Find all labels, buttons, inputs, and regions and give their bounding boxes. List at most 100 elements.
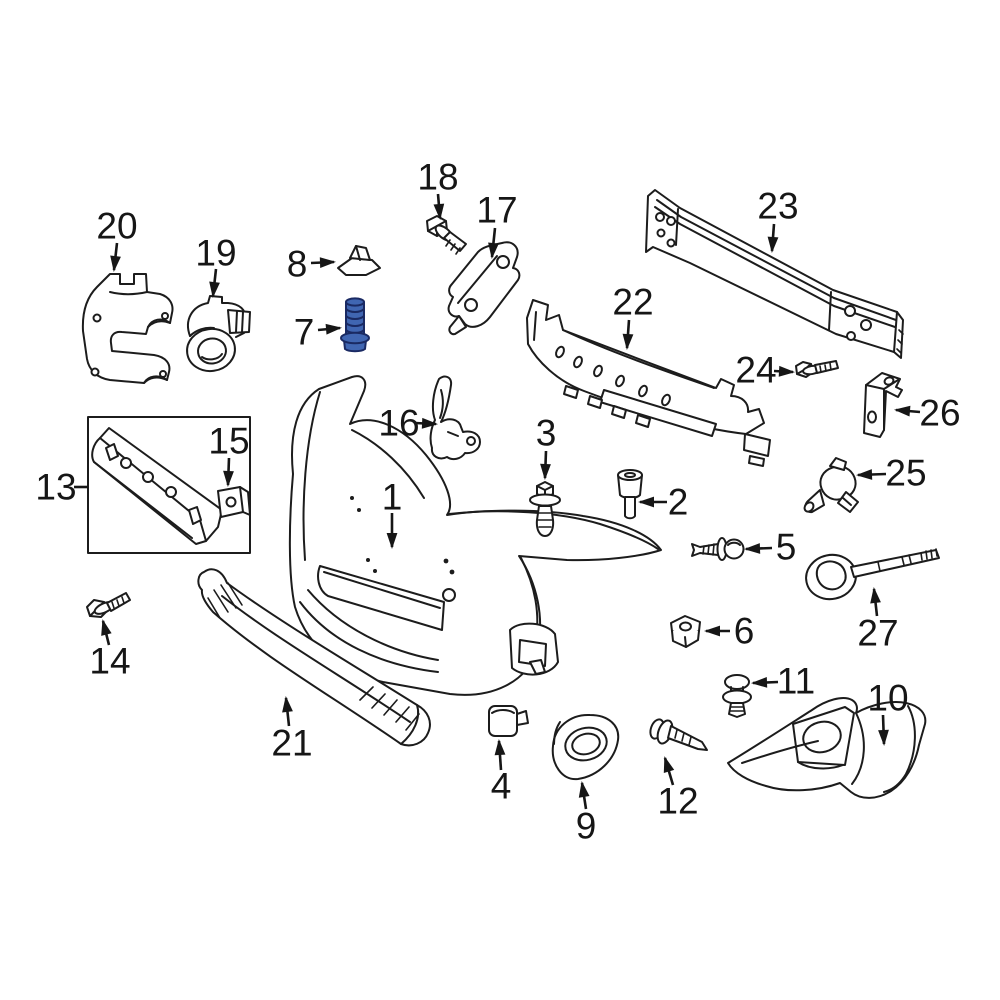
part-number-label: 21: [271, 723, 312, 764]
arrow-head: [778, 365, 795, 377]
push-clip-drawing: [529, 481, 561, 537]
callout-bumper-support-bracket: 17: [476, 190, 518, 259]
license-bracket-box-drawing: [87, 416, 251, 554]
sensor-bracket-drawing: [81, 273, 174, 384]
arrow-head: [494, 739, 506, 756]
corner-clip-drawing: [488, 705, 529, 737]
bumper-support-bracket-drawing: [447, 241, 521, 336]
callout-push-clip: 3: [536, 413, 556, 480]
lower-flange-bolt-drawing: [86, 592, 131, 618]
arrow-head: [767, 236, 779, 253]
callout-front-bumper-cover: 1: [382, 477, 403, 549]
part-number-label: 22: [612, 282, 653, 323]
callout-mount-bracket: 26: [894, 393, 961, 434]
arrow-head: [663, 756, 675, 773]
part-number-label: 4: [491, 766, 512, 807]
part-number-label: 11: [777, 661, 815, 702]
part-number-label: 5: [776, 527, 797, 568]
callout-park-sensor: 19: [195, 233, 237, 298]
arrow-head: [856, 469, 873, 480]
callout-sensor-bracket: 20: [96, 206, 138, 272]
right-flange-bolt-drawing: [795, 360, 839, 378]
part-number-label: 12: [657, 781, 698, 822]
arrow-head: [325, 323, 342, 335]
front-bumper-cover-drawing: [288, 375, 662, 696]
arrow-head: [622, 333, 634, 350]
side-support-bracket-drawing: [429, 375, 481, 461]
fog-lamp-bezel-drawing: [551, 713, 620, 781]
arrow-head: [894, 405, 911, 417]
arrow-head: [704, 625, 720, 637]
callout-bolt-highlighted: 7: [294, 312, 342, 353]
part-number-label: 17: [476, 190, 517, 231]
arrow-head: [421, 417, 438, 429]
push-rivet-drawing: [722, 674, 752, 718]
bumper-clip-drawing: [337, 245, 381, 276]
part-number-label: 13: [35, 467, 76, 508]
upper-flange-bolt-drawing: [426, 215, 467, 255]
part-number-label: 20: [96, 206, 137, 247]
callout-flange-bolt-right: 24: [735, 350, 795, 391]
highlighted-bolt-drawing: [340, 297, 370, 353]
callout-fog-lamp-bezel: 9: [576, 781, 597, 847]
lower-grille-drawing: [197, 568, 431, 747]
part-number-label: 16: [378, 403, 419, 444]
spacer-plate-drawing: [217, 486, 251, 518]
arrow-head: [319, 257, 336, 268]
arrow-head: [878, 729, 889, 746]
arrow-head: [282, 696, 293, 713]
callout-bumper-grommet: 2: [638, 482, 688, 523]
part-number-label: 7: [294, 312, 315, 353]
arrow-head: [110, 255, 121, 272]
tow-hook-drawing: [805, 548, 940, 601]
part-number-label: 1: [382, 477, 403, 518]
callout-screw-retainer: 12: [657, 756, 699, 822]
callout-retainer-screw: 5: [744, 527, 796, 568]
arrow-head: [578, 781, 590, 798]
fog-lamp-cover-drawing: [727, 697, 927, 799]
callout-sensor-unit: 25: [856, 453, 927, 494]
part-number-label: 18: [417, 157, 458, 198]
part-number-label: 9: [576, 806, 597, 847]
callout-license-bracket-box: 13: [35, 467, 88, 508]
sensor-unit-drawing: [803, 457, 859, 514]
part-number-label: 19: [195, 233, 236, 274]
energy-absorber-drawing: [526, 299, 771, 467]
part-number-label: 15: [208, 421, 249, 462]
arrow-head: [488, 242, 499, 259]
callout-push-rivet: 11: [751, 661, 815, 702]
arrow-head: [744, 543, 761, 554]
mount-bracket-drawing: [863, 372, 903, 438]
callout-tow-hook: 27: [857, 587, 899, 654]
callout-lower-grille: 21: [271, 696, 313, 764]
hex-nut-drawing: [670, 615, 701, 648]
part-number-label: 26: [919, 393, 960, 434]
arrow-head: [433, 203, 445, 220]
callout-side-support-bracket: 16: [378, 403, 438, 444]
callout-energy-absorber: 22: [612, 282, 654, 350]
arrow-head: [638, 496, 654, 508]
callout-spacer-plate: 15: [208, 421, 250, 487]
part-number-label: 8: [287, 244, 308, 285]
arrow-head: [101, 619, 112, 636]
callout-bumper-clip: 8: [287, 244, 336, 285]
park-sensor-drawing: [186, 295, 251, 373]
part-number-label: 23: [757, 186, 798, 227]
callout-hex-nut: 6: [704, 611, 754, 652]
part-number-label: 2: [668, 482, 689, 523]
arrow-head: [223, 470, 234, 487]
part-number-label: 14: [89, 641, 130, 682]
part-number-label: 6: [734, 611, 755, 652]
bumper-reinforcement-drawing: [645, 189, 904, 359]
arrow-head: [386, 533, 398, 549]
callout-corner-clip: 4: [491, 739, 512, 807]
part-number-label: 10: [867, 678, 908, 719]
part-number-label: 27: [857, 613, 898, 654]
callout-flange-bolt-upper: 18: [417, 157, 459, 220]
callout-fog-lamp-cover: 10: [867, 678, 909, 746]
callout-flange-bolt: 14: [89, 619, 131, 682]
bumper-grommet-drawing: [617, 469, 643, 520]
callout-bumper-reinforcement: 23: [757, 186, 799, 253]
